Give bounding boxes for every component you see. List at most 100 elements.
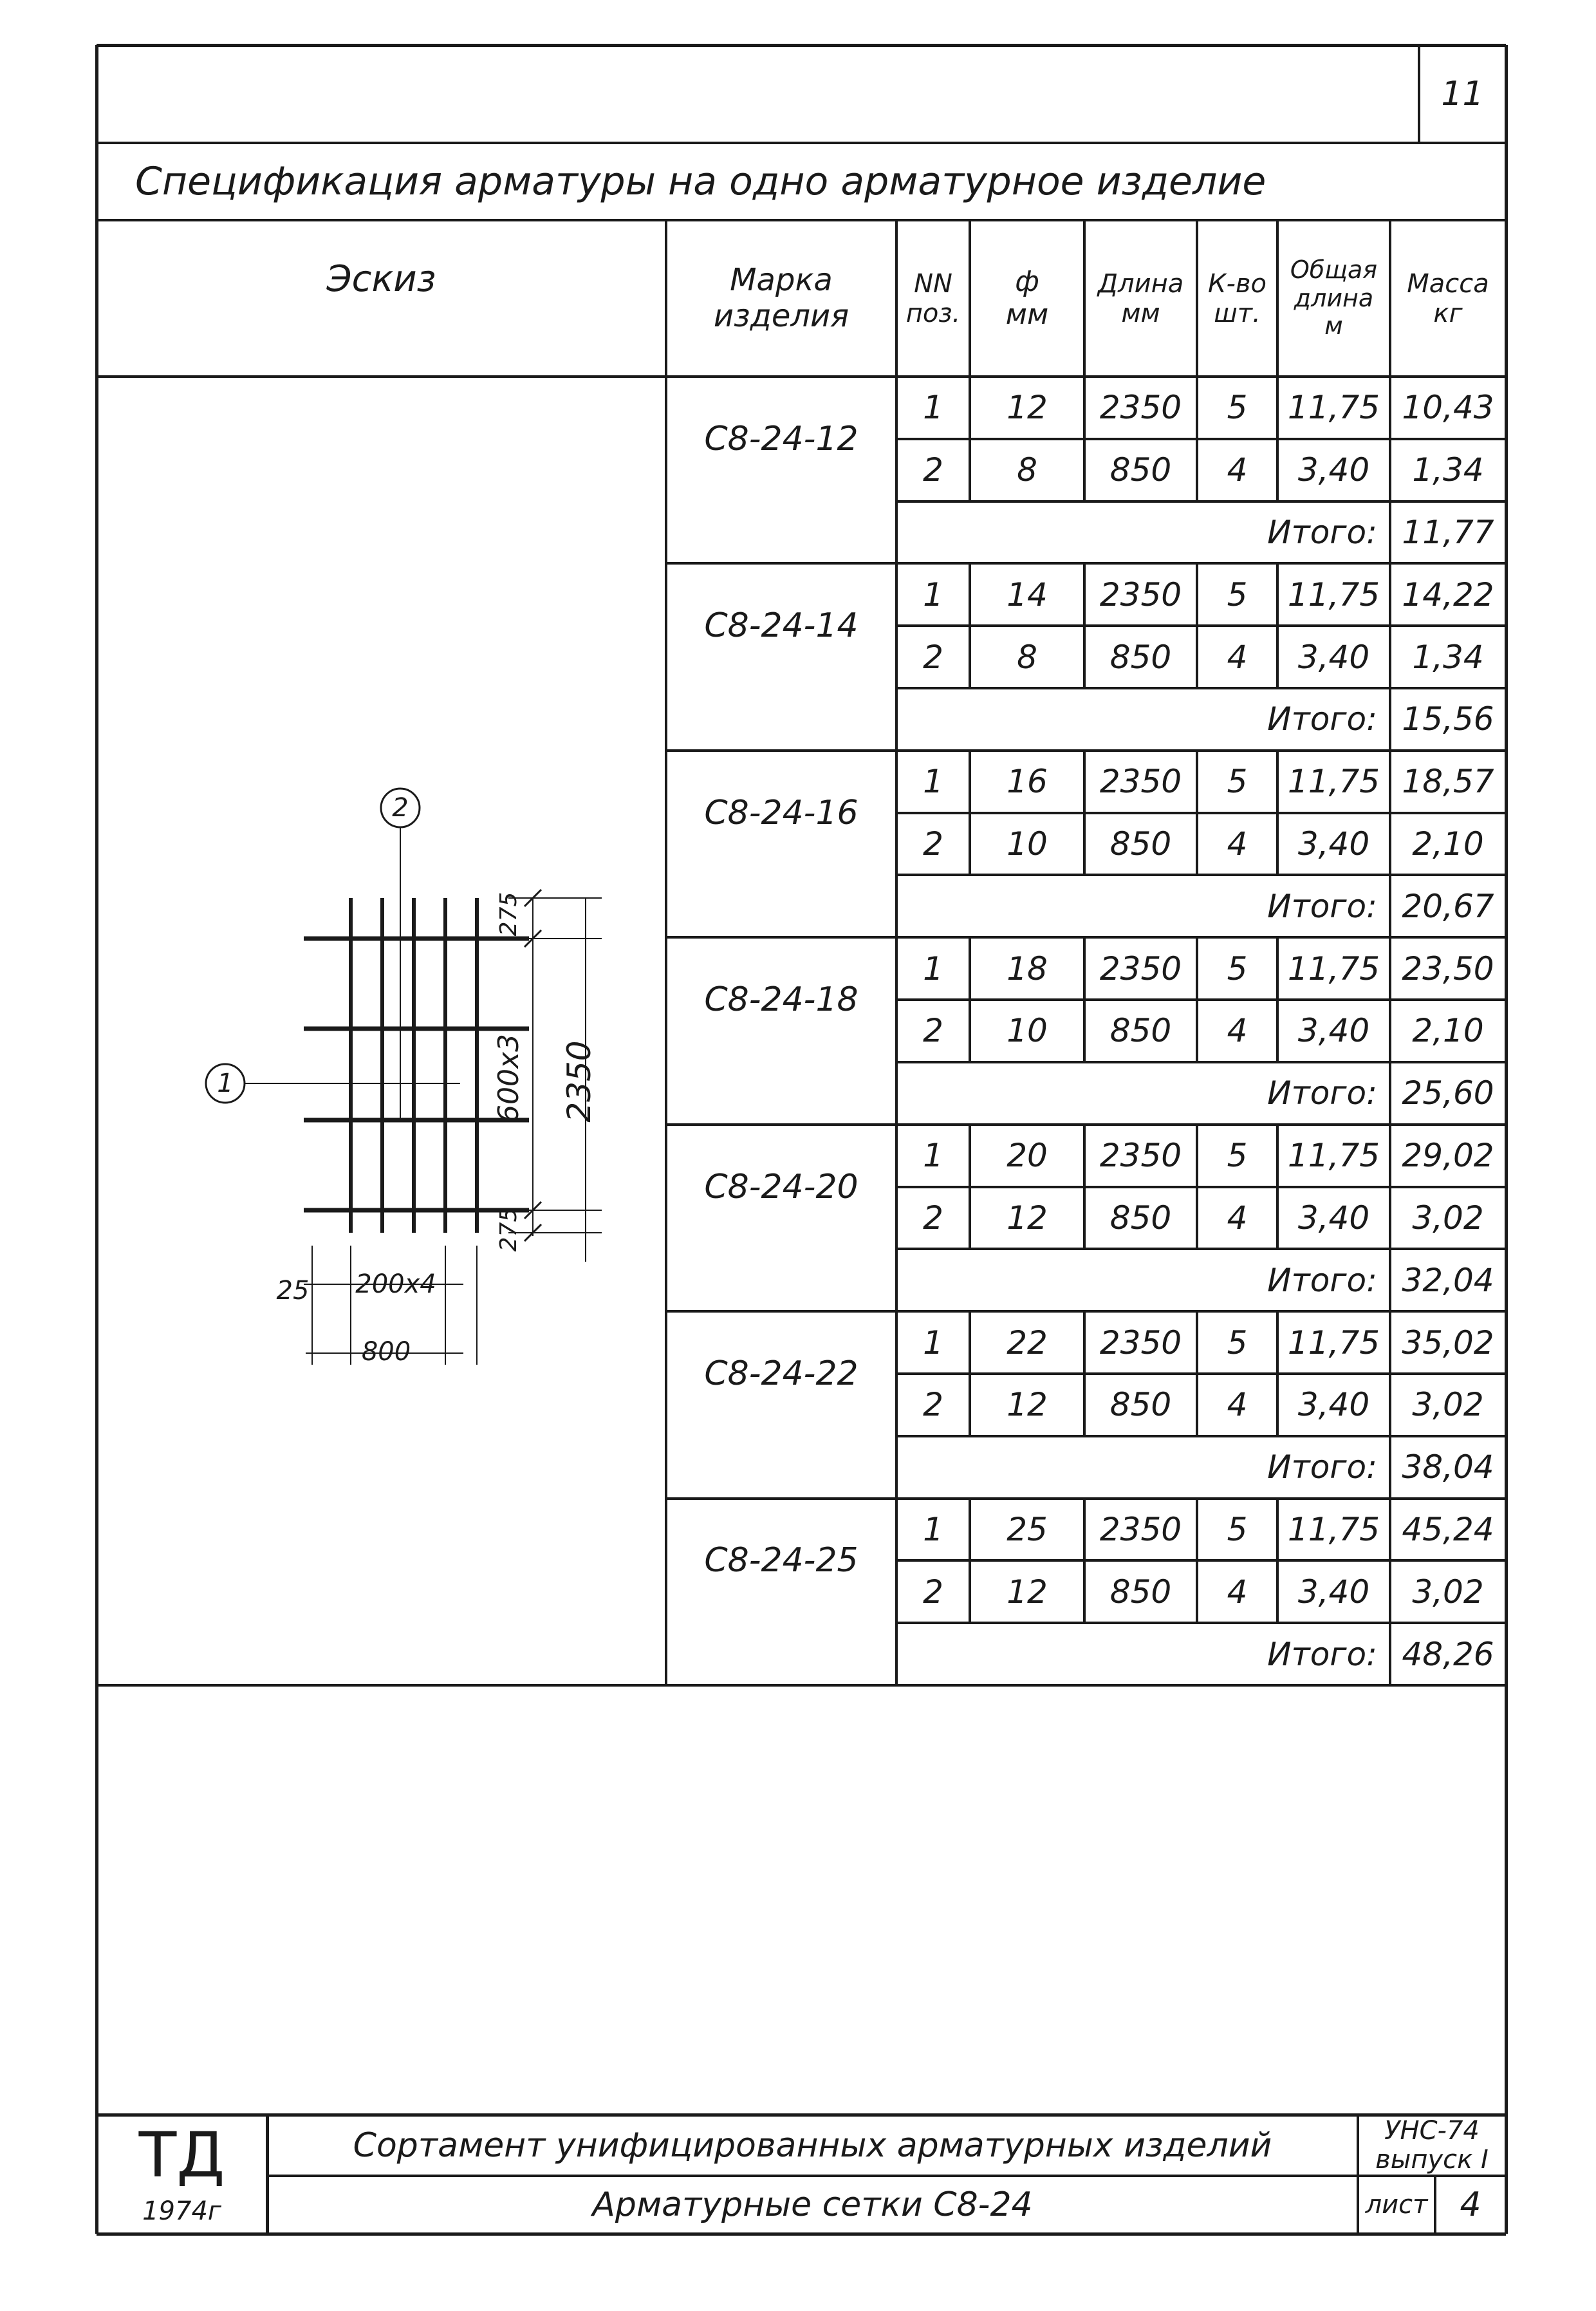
cell-rule	[969, 1560, 971, 1623]
header-mass-line: кг	[1433, 298, 1463, 328]
cell-rule	[1276, 937, 1279, 1000]
cell-rule	[1083, 1373, 1086, 1436]
dim-spacing-label: 200x4	[355, 1269, 436, 1299]
group-rule	[666, 1123, 1506, 1126]
row-rule	[896, 1185, 1506, 1188]
cell-qty: 4	[1227, 1386, 1248, 1424]
cell-rule	[969, 626, 971, 689]
cell-qty: 5	[1227, 1324, 1248, 1361]
row-rule	[896, 811, 1506, 814]
title-row-top	[97, 142, 1506, 144]
pos2-label: 2	[392, 793, 409, 823]
cell-total: 11,75	[1287, 1137, 1380, 1175]
cell-rule	[1083, 563, 1086, 626]
header-dia-line: ф	[1015, 265, 1039, 298]
cell-length: 2350	[1099, 389, 1182, 427]
cell-rule	[969, 1000, 971, 1062]
row-rule	[896, 998, 1506, 1002]
cell-dia: 14	[1007, 575, 1048, 613]
cell-length: 2350	[1099, 1324, 1182, 1361]
cell-total: 3,40	[1297, 825, 1370, 863]
mark-label: С8-24-22	[704, 1354, 858, 1393]
cell-rule	[1196, 937, 1198, 1000]
cell-total: 11,75	[1287, 1510, 1380, 1548]
frame-top	[97, 43, 1506, 47]
cell-dia: 10	[1007, 825, 1048, 863]
cell-dia: 18	[1007, 950, 1048, 987]
cell-dia: 8	[1017, 451, 1037, 489]
cell-rule	[969, 937, 971, 1000]
cell-length: 850	[1109, 1386, 1172, 1424]
cell-rule	[1276, 1186, 1279, 1249]
cell-dia: 12	[1007, 1573, 1048, 1611]
cell-pos: 1	[923, 950, 943, 987]
cell-length: 850	[1109, 825, 1172, 863]
row-rule	[896, 1248, 1506, 1251]
cell-pos: 2	[923, 1573, 943, 1611]
cell-mass: 2,10	[1412, 1012, 1484, 1050]
header-row-bottom	[97, 375, 1506, 378]
cell-length: 2350	[1099, 1510, 1182, 1548]
cell-rule	[1083, 438, 1086, 501]
cell-length: 850	[1109, 638, 1172, 676]
group-rule	[666, 1684, 1506, 1687]
total-label: Итого:	[1267, 700, 1377, 738]
cell-qty: 5	[1227, 763, 1248, 801]
stamp-logo-rule	[265, 2115, 269, 2234]
mark-label: С8-24-16	[704, 793, 858, 832]
cell-rule	[969, 1311, 971, 1374]
cell-pos: 2	[923, 1012, 943, 1050]
dim-width-label: 800	[361, 1337, 411, 1367]
header-mass-line: Масса	[1407, 268, 1489, 299]
total-label: Итого:	[1267, 1448, 1377, 1486]
header-total-len-line: Общая	[1290, 255, 1378, 284]
cell-rule	[1083, 1124, 1086, 1187]
cell-rule	[1083, 1000, 1086, 1062]
stamp-top	[97, 2113, 1506, 2117]
cell-mass: 2,10	[1412, 825, 1484, 863]
cell-rule	[1196, 563, 1198, 626]
row-rule	[896, 437, 1506, 440]
cell-dia: 12	[1007, 1386, 1048, 1424]
row-rule	[896, 687, 1506, 690]
stamp-logo-td: ТД	[138, 2119, 225, 2191]
header-pos-line: NN	[914, 268, 952, 299]
header-length-line: мм	[1121, 298, 1160, 328]
cell-dia: 20	[1007, 1137, 1048, 1175]
total-mass: 25,60	[1402, 1074, 1494, 1112]
pos1-label: 1	[217, 1069, 234, 1098]
cell-pos: 1	[923, 763, 943, 801]
dim-edge-label: 25	[276, 1276, 310, 1305]
stamp-sheet-label: лист	[1365, 2190, 1428, 2220]
group-rule	[666, 1310, 1506, 1313]
header-mark-line: Марка	[730, 262, 833, 299]
page-number-box	[1418, 45, 1420, 143]
total-mass: 11,77	[1402, 514, 1494, 551]
cell-mass: 23,50	[1402, 950, 1494, 987]
cell-length: 850	[1109, 1012, 1172, 1050]
cell-rule	[1276, 563, 1279, 626]
cell-qty: 4	[1227, 1199, 1248, 1237]
total-mass: 32,04	[1402, 1261, 1494, 1299]
row-rule	[896, 1622, 1506, 1625]
cell-rule	[1276, 1000, 1279, 1062]
group-rule	[666, 562, 1506, 565]
dim-mid-label: 600x3	[492, 1034, 525, 1123]
dim-total-label: 2350	[561, 1040, 598, 1123]
mark-label: С8-24-20	[704, 1167, 858, 1206]
header-qty-line: К-во	[1208, 268, 1267, 299]
dim-bottom-label: 275	[495, 1207, 522, 1252]
cell-rule	[1196, 1560, 1198, 1623]
cell-dia: 8	[1017, 638, 1037, 676]
cell-dia: 16	[1007, 763, 1048, 801]
group-rule	[666, 1497, 1506, 1500]
header-qty-line: шт.	[1214, 298, 1261, 328]
cell-rule	[1276, 438, 1279, 501]
page-number: 11	[1441, 75, 1484, 113]
row-rule	[896, 624, 1506, 628]
stamp-mid	[267, 2175, 1506, 2177]
row-rule	[896, 1559, 1506, 1562]
